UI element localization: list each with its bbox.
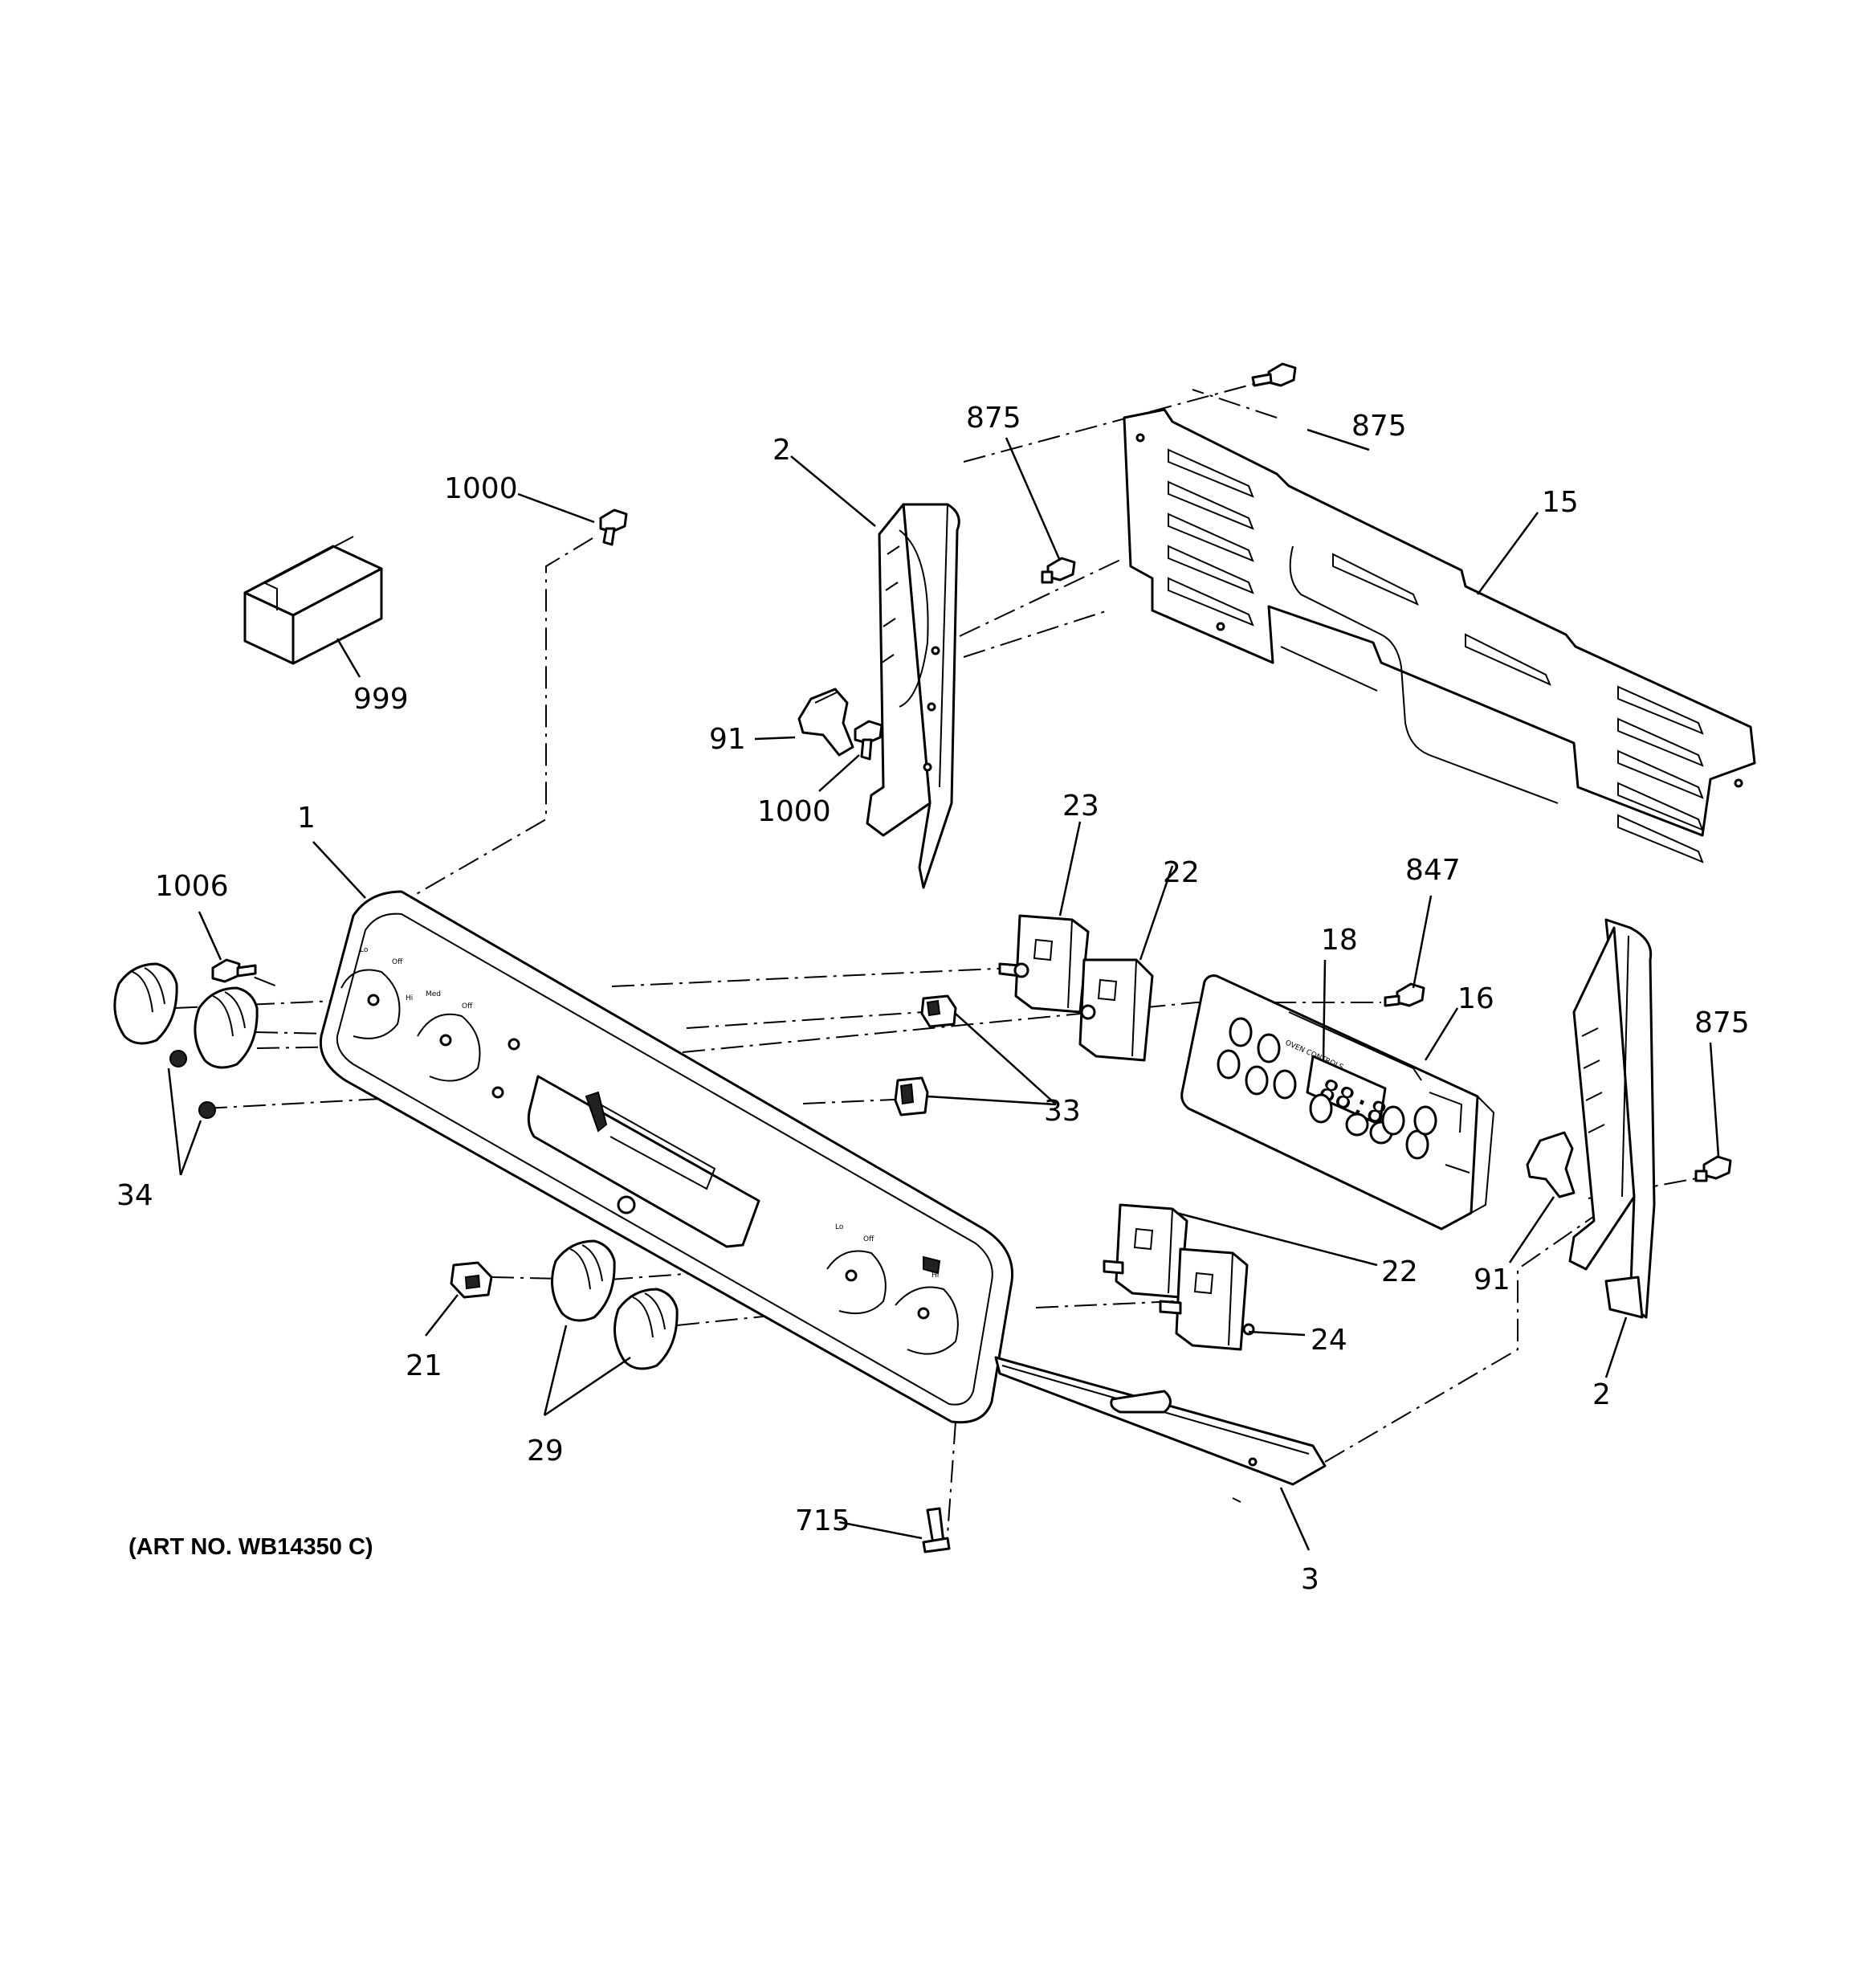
callout-91-lower: 91: [1474, 1263, 1510, 1296]
control-board-keypad: [1217, 1017, 1437, 1160]
dial-label-med: Med: [426, 990, 441, 998]
part-1-control-panel[interactable]: Lo Off Hi Med Off Lo Off Hi: [319, 890, 1014, 1424]
callout-24: 24: [1311, 1324, 1347, 1357]
screw-1000-lower[interactable]: [854, 720, 883, 761]
lower-left-dial-face: Lo Off: [826, 1223, 887, 1314]
leader-lines: [167, 428, 1720, 1551]
knob-upper-left-b[interactable]: [194, 986, 259, 1069]
key-start[interactable]: [1257, 1033, 1281, 1063]
dial-label-off: Off: [392, 958, 403, 966]
callout-34: 34: [116, 1179, 153, 1212]
part-22-switch-upper[interactable]: [1078, 958, 1154, 1062]
upper-left-dial-face: Lo Off Hi: [340, 946, 413, 1039]
part-15-vented-rear-panel[interactable]: [1123, 408, 1756, 863]
screw-1000-upper[interactable]: [599, 508, 628, 546]
screw-715[interactable]: [922, 1507, 951, 1553]
part-33-rocker-switch-lower[interactable]: [894, 1076, 929, 1116]
callout-715: 715: [795, 1504, 850, 1537]
callout-91-upper: 91: [709, 723, 746, 756]
dial-label-off-2: Off: [462, 1002, 473, 1010]
callout-1: 1: [297, 802, 316, 835]
part-2-right-side-bracket[interactable]: [1568, 918, 1656, 1319]
callout-15: 15: [1542, 486, 1579, 519]
callout-18: 18: [1321, 924, 1358, 957]
callout-22-lower: 22: [1381, 1255, 1418, 1288]
callout-875-top: 875: [1351, 410, 1407, 443]
part-16-oven-control-board[interactable]: OVEN CONTROLS 88:88: [1180, 974, 1495, 1231]
callout-875-bracket: 875: [966, 402, 1021, 435]
key-clear-off[interactable]: [1245, 1065, 1269, 1096]
callout-23: 23: [1062, 790, 1099, 823]
key-self-clean[interactable]: [1309, 1093, 1333, 1124]
callout-3: 3: [1301, 1563, 1319, 1596]
part-21-indicator-light[interactable]: [450, 1261, 493, 1299]
part-22-switch-lower[interactable]: [1103, 1203, 1188, 1299]
part-34-spring-upper[interactable]: [169, 1050, 187, 1067]
callout-29: 29: [527, 1435, 564, 1468]
knob-upper-left-a[interactable]: [113, 962, 178, 1045]
dial-label-lo: Lo: [360, 946, 369, 954]
screw-1006[interactable]: [211, 958, 257, 983]
callout-16: 16: [1457, 982, 1494, 1015]
callout-21: 21: [406, 1349, 442, 1382]
right-vent-slots: [1617, 685, 1704, 863]
key-clear-off-2[interactable]: [1273, 1069, 1297, 1100]
callout-2-top: 2: [773, 434, 791, 467]
knob-lower-a[interactable]: [551, 1239, 616, 1322]
part-999-kit-box[interactable]: [243, 536, 383, 665]
part-34-spring-lower[interactable]: [198, 1101, 216, 1119]
screw-875-right[interactable]: [1694, 1155, 1732, 1182]
key-plus[interactable]: [1345, 1112, 1369, 1137]
key-bake[interactable]: [1229, 1017, 1253, 1047]
callout-33: 33: [1044, 1095, 1081, 1128]
dial-label-hi: Hi: [406, 994, 413, 1002]
callout-22-upper: 22: [1163, 856, 1200, 889]
callout-1000-lower: 1000: [757, 795, 831, 828]
dial-label-lo-2: Lo: [835, 1223, 844, 1231]
center-vent-slots: [1332, 553, 1551, 686]
part-2-left-side-bracket[interactable]: [866, 503, 960, 889]
part-3-lower-trim[interactable]: [994, 1356, 1327, 1503]
key-cooking-timer[interactable]: [1381, 1105, 1405, 1136]
callout-1006: 1006: [155, 870, 229, 903]
part-33-rocker-switch-upper[interactable]: [920, 994, 957, 1028]
lower-right-dial-face: Hi: [895, 1272, 959, 1355]
key-clock[interactable]: [1413, 1105, 1437, 1136]
part-23-switch[interactable]: [998, 914, 1090, 1014]
upper-middle-dial-face: Med Off: [417, 990, 481, 1082]
callout-847: 847: [1405, 854, 1461, 887]
left-vent-slots: [1168, 448, 1254, 627]
part-91-clip-upper[interactable]: [797, 688, 854, 757]
screw-875-bracket[interactable]: [1041, 557, 1076, 584]
callout-2-bottom: 2: [1592, 1378, 1611, 1411]
art-number-label: (ART NO. WB14350 C): [128, 1534, 373, 1560]
callout-1000-upper: 1000: [444, 472, 518, 505]
knob-lower-b[interactable]: [614, 1288, 679, 1370]
callout-numbers: 999 1000 1000 2 2 875 875 875 15 91 91 1…: [116, 402, 1750, 1596]
callout-999: 999: [353, 683, 409, 716]
dial-label-hi-2: Hi: [932, 1272, 939, 1280]
key-broil[interactable]: [1217, 1049, 1241, 1080]
screw-875-top[interactable]: [1251, 362, 1297, 387]
part-91-clip-lower[interactable]: [1526, 1131, 1576, 1198]
screw-847[interactable]: [1384, 982, 1425, 1007]
callout-875-right: 875: [1694, 1006, 1750, 1039]
dial-label-off-3: Off: [863, 1235, 874, 1243]
